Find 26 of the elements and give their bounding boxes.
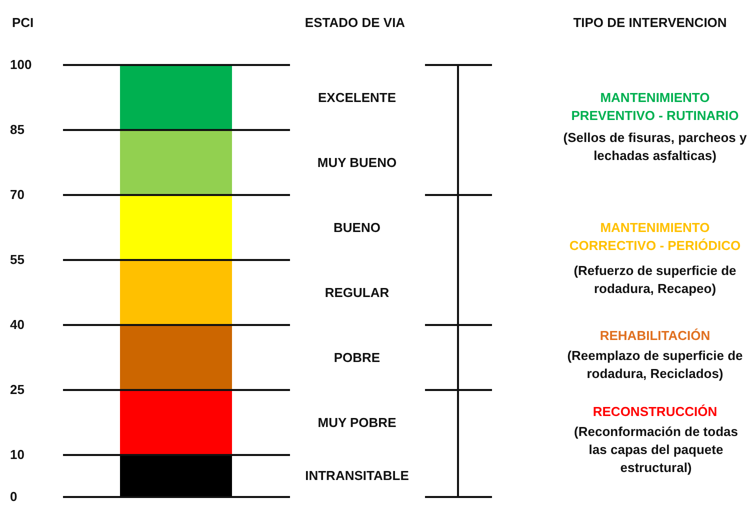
tick-label: 100	[10, 56, 33, 74]
condition-label: BUENO	[332, 218, 382, 236]
intervention-description: (Reconformación de todas las capas del paquete estructural)	[573, 423, 739, 477]
tick-label: 40	[10, 316, 26, 334]
intervention-title: MANTENIMIENTO CORRECTIVO - PERIÓDICO	[568, 219, 742, 255]
column-header: TIPO DE INTERVENCION	[572, 14, 728, 32]
intervention-description: (Reemplazo de superficie de rodadura, Reciclados)	[566, 347, 744, 383]
condition-label: POBRE	[332, 348, 382, 366]
condition-label: MUY POBRE	[316, 414, 398, 432]
intervention-title: MANTENIMIENTO PREVENTIVO - RUTINARIO	[570, 89, 740, 125]
condition-label: INTRANSITABLE	[304, 467, 410, 485]
tick-label: 55	[10, 251, 26, 269]
axis-title: PCI	[12, 14, 35, 32]
condition-label: MUY BUENO	[316, 154, 398, 172]
intervention-title: REHABILITACIÓN	[598, 327, 712, 345]
tick-label: 10	[10, 446, 26, 464]
intervention-description: (Refuerzo de superficie de rodadura, Recapeo)	[572, 262, 738, 298]
tick-label: 0	[10, 488, 18, 506]
column-header: ESTADO DE VIA	[304, 14, 406, 32]
intervention-title: RECONSTRUCCIÓN	[592, 403, 718, 421]
tick-label: 85	[10, 121, 26, 139]
condition-label: EXCELENTE	[316, 88, 397, 106]
condition-label: REGULAR	[324, 284, 390, 302]
intervention-description: (Sellos de fisuras, parcheos y lechadas asfalticas)	[562, 129, 748, 165]
tick-label: 70	[10, 186, 26, 204]
tick-label: 25	[10, 381, 26, 399]
